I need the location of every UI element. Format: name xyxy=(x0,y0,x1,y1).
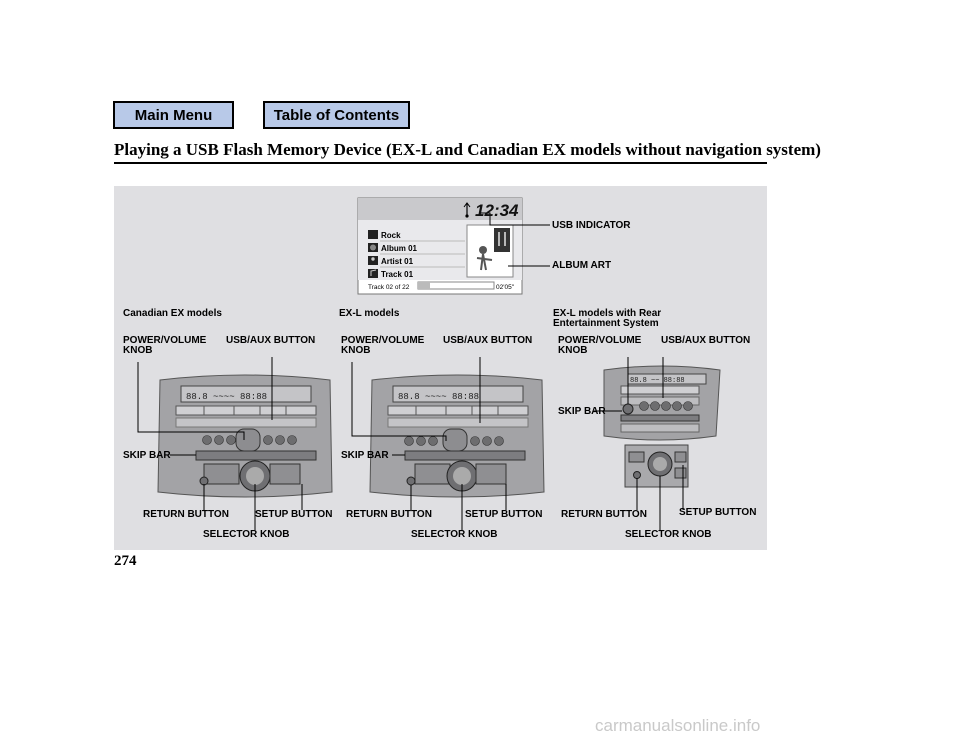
svg-text:88.8 ~~ 88:88: 88.8 ~~ 88:88 xyxy=(630,377,685,385)
usb-indicator-label: USB INDICATOR xyxy=(552,220,631,231)
page-title: Playing a USB Flash Memory Device (EX-L … xyxy=(114,140,821,159)
main-menu-button[interactable]: Main Menu xyxy=(113,101,234,129)
radio-unit-canadian-ex: 88.8 ~~~~ 88:88 xyxy=(157,374,333,498)
elapsed-time: 02'05" xyxy=(496,284,515,291)
album-icon xyxy=(368,243,378,252)
exl-selector-label: SELECTOR KNOB xyxy=(411,529,498,540)
album-art-image xyxy=(466,224,514,278)
exl-usb-aux-label: USB/AUX BUTTON xyxy=(443,335,533,346)
table-of-contents-button[interactable]: Table of Contents xyxy=(263,101,410,129)
exl-rear-selector-label: SELECTOR KNOB xyxy=(625,529,712,540)
track-icon xyxy=(368,269,378,278)
radio-unit-exl: 88.8 ~~~~ 88:88 xyxy=(369,374,545,498)
footer-watermark: carmanualsonline.info xyxy=(595,716,761,735)
canadian-ex-power-volume-label: POWER/VOLUME KNOB xyxy=(123,335,207,356)
track-counter: Track 02 of 22 xyxy=(368,284,410,291)
page-number: 274 xyxy=(114,553,137,569)
canadian-ex-return-label: RETURN BUTTON xyxy=(143,509,229,520)
canadian-ex-setup-label: SETUP BUTTON xyxy=(255,509,333,520)
leader-lines xyxy=(137,212,684,530)
audio-display xyxy=(357,197,523,295)
exl-rear-setup-label: SETUP BUTTON xyxy=(679,507,757,518)
display-row-genre: Rock xyxy=(381,231,401,240)
exl-rear-skip-bar-label: SKIP BAR xyxy=(558,406,606,417)
exl-rear-return-label: RETURN BUTTON xyxy=(561,509,647,520)
display-clock: 12:34 xyxy=(475,201,519,220)
exl-power-volume-label: POWER/VOLUME KNOB xyxy=(341,335,425,356)
artist-icon xyxy=(368,256,378,265)
exl-return-label: RETURN BUTTON xyxy=(346,509,432,520)
svg-text:88.8 ~~~~ 88:88: 88.8 ~~~~ 88:88 xyxy=(186,392,267,402)
exl-rear-power-volume-label: POWER/VOLUME KNOB xyxy=(558,335,642,356)
exl-heading: EX-L models xyxy=(339,308,400,319)
display-row-album: Album 01 xyxy=(381,244,418,253)
exl-rear-usb-aux-label: USB/AUX BUTTON xyxy=(661,335,751,346)
display-row-artist: Artist 01 xyxy=(381,257,414,266)
display-row-track: Track 01 xyxy=(381,270,414,279)
rock-genre-icon xyxy=(368,230,378,239)
exl-rear-heading: EX-L models with Rear Entertainment Syst… xyxy=(553,308,662,329)
usb-icon xyxy=(463,202,471,218)
canadian-ex-usb-aux-label: USB/AUX BUTTON xyxy=(226,335,316,346)
title-divider xyxy=(114,162,767,164)
svg-text:88.8 ~~~~ 88:88: 88.8 ~~~~ 88:88 xyxy=(398,392,479,402)
album-art-label: ALBUM ART xyxy=(552,260,612,271)
canadian-ex-heading: Canadian EX models xyxy=(123,308,222,319)
exl-skip-bar-label: SKIP BAR xyxy=(341,450,389,461)
radio-unit-exl-rear: 88.8 ~~ 88:88 xyxy=(603,365,721,488)
canadian-ex-skip-bar-label: SKIP BAR xyxy=(123,450,171,461)
exl-setup-label: SETUP BUTTON xyxy=(465,509,543,520)
canadian-ex-selector-label: SELECTOR KNOB xyxy=(203,529,290,540)
